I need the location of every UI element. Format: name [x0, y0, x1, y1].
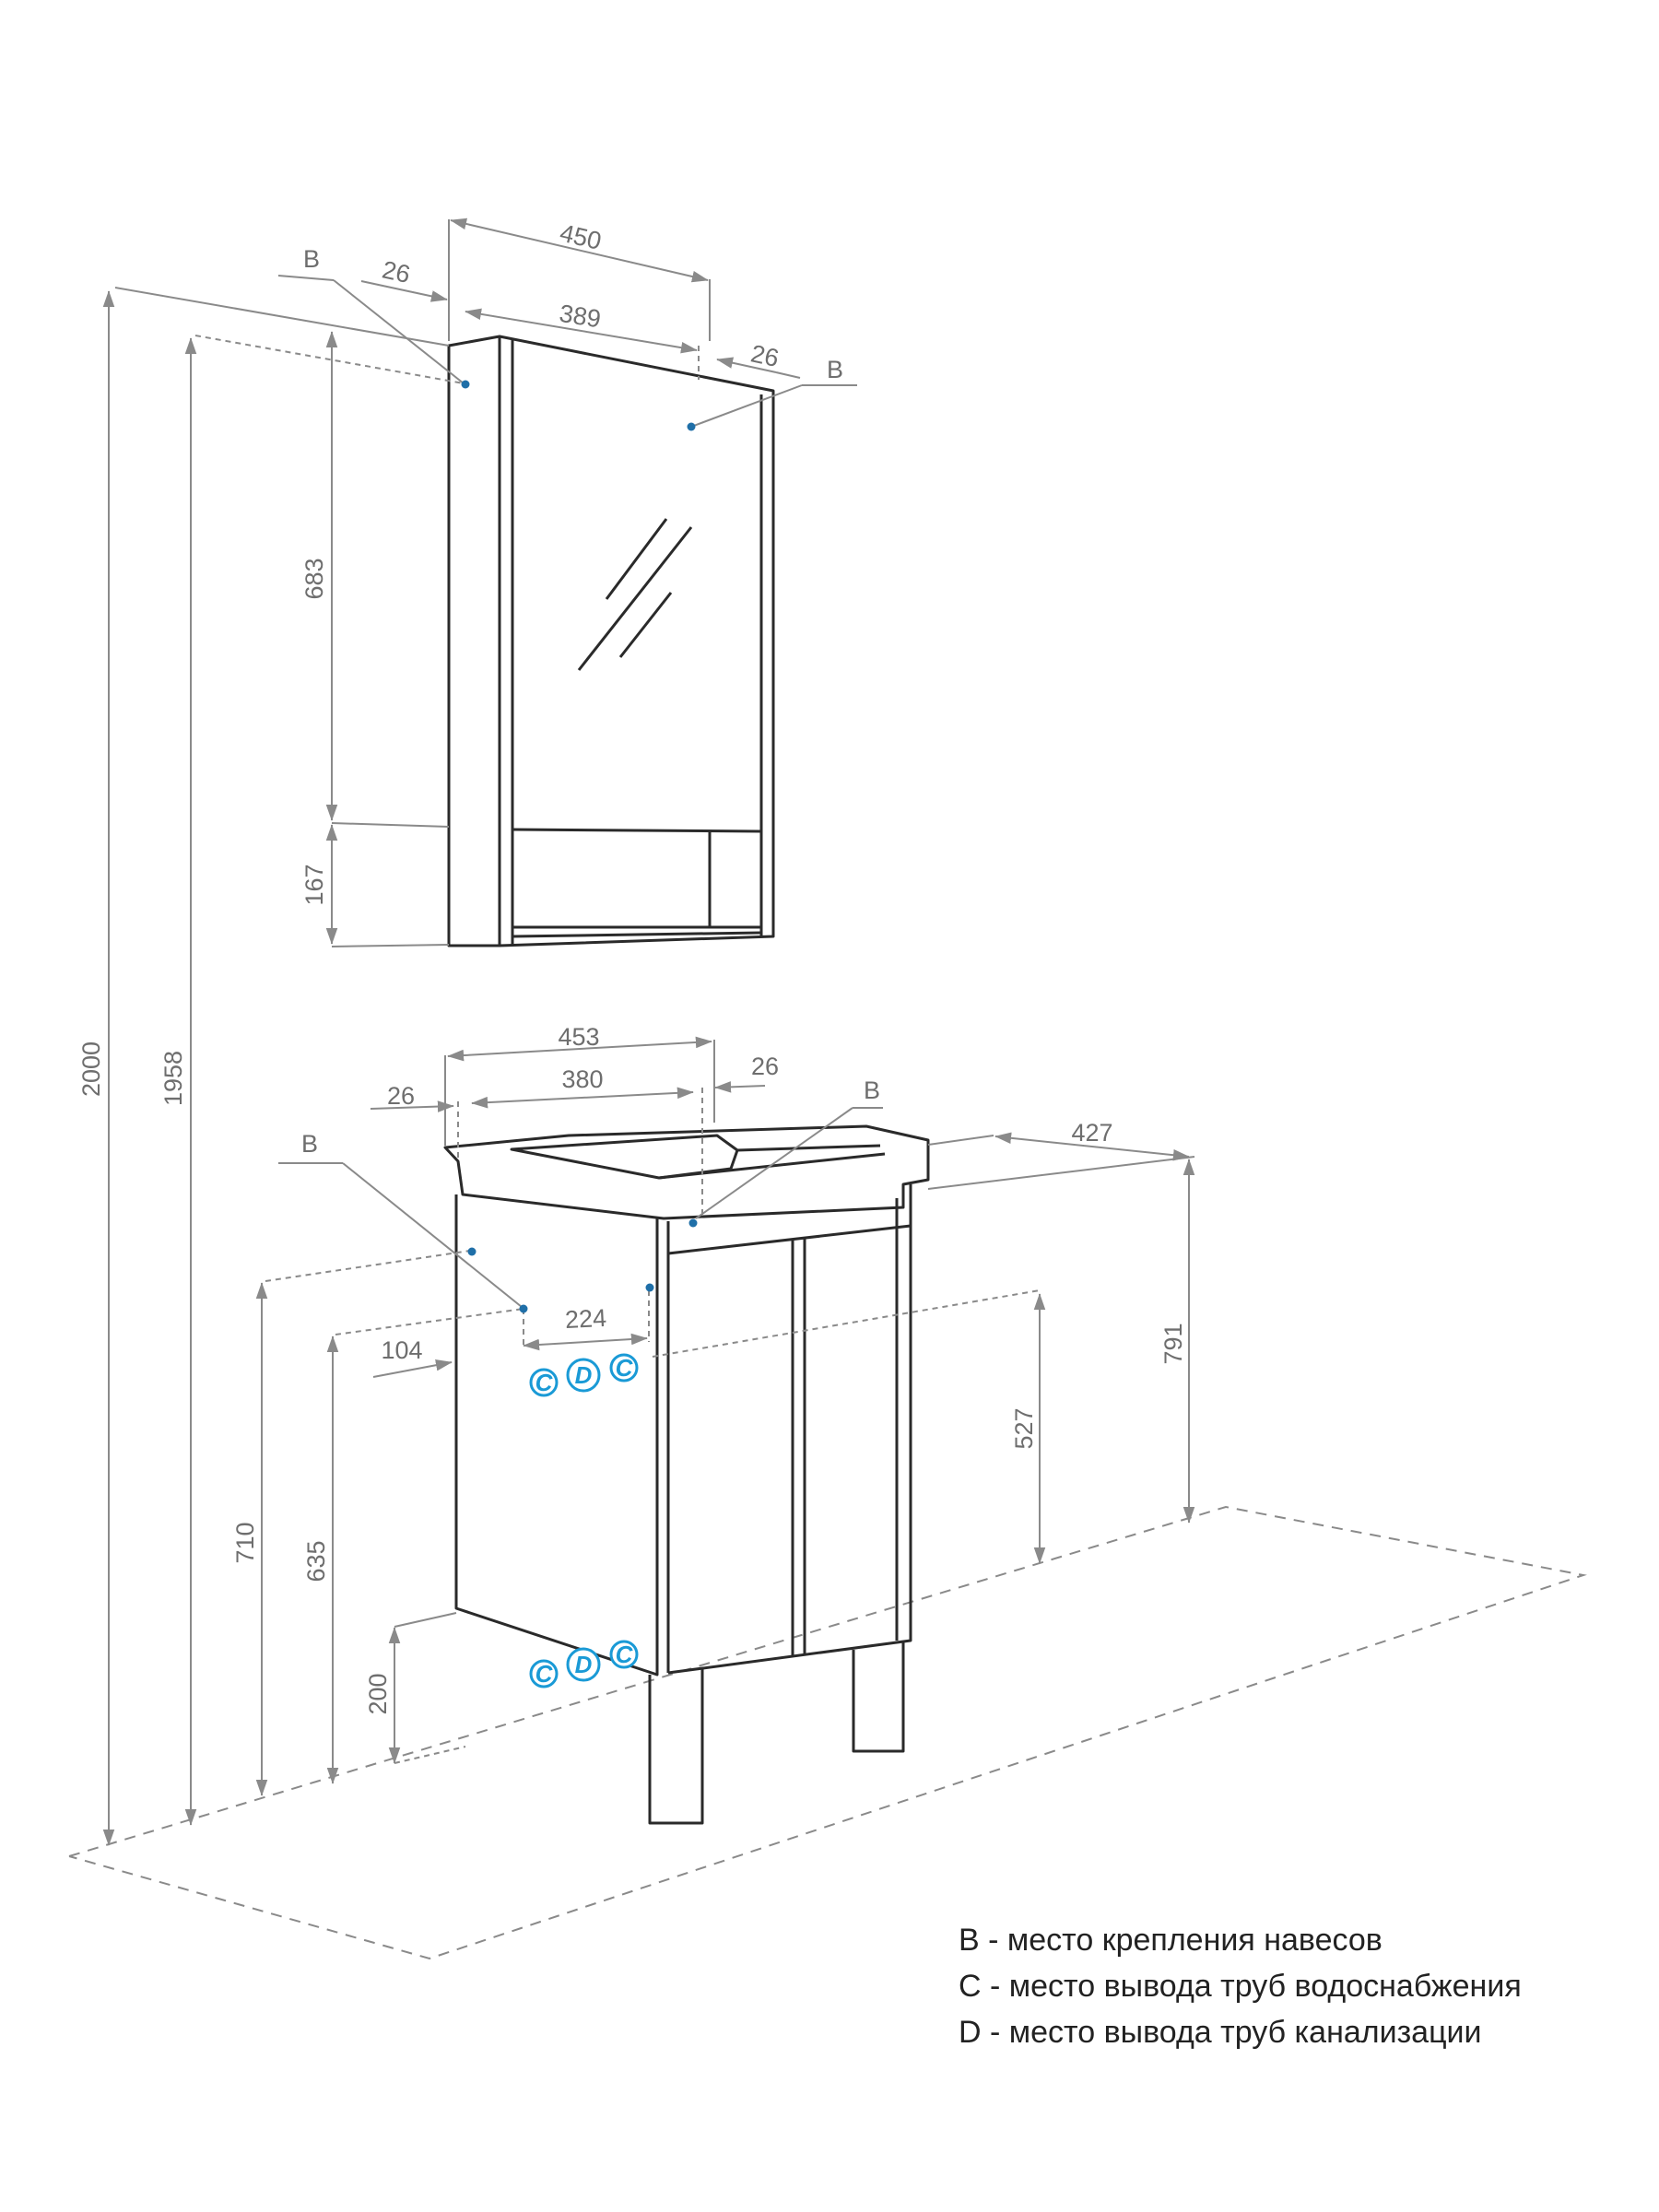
outlet-markers-upper: C D C [529, 1353, 639, 1397]
dim-pipe-spacing: 224 [564, 1304, 607, 1334]
outlet-label: C [616, 1354, 634, 1382]
outlet-label: D [575, 1651, 593, 1678]
outlet-label: C [535, 1369, 554, 1396]
outlet-label: D [575, 1361, 593, 1389]
dim-vanity-width-total: 453 [558, 1023, 599, 1051]
mount-point [687, 422, 696, 431]
dim-pipe-height: 527 [1010, 1407, 1038, 1449]
dim-height-mirror-mount: 1958 [159, 1051, 187, 1106]
mount-label-b: B [301, 1130, 318, 1158]
mount-point [467, 1247, 477, 1256]
dim-mirror-height-lower: 167 [300, 864, 328, 905]
outlet-label: C [535, 1660, 554, 1688]
dim-mirror-width-inner: 389 [558, 300, 603, 334]
dim-vanity-offset-right: 26 [751, 1053, 779, 1080]
dim-vanity-offset-left: 26 [387, 1082, 415, 1110]
dimension-lines [102, 218, 1195, 1846]
dim-vanity-depth: 427 [1071, 1119, 1112, 1147]
dim-vanity-width-inner: 380 [561, 1065, 603, 1093]
dim-mirror-offset-left: 26 [380, 255, 413, 288]
legend-item-d: D - место вывода труб канализации [959, 2015, 1482, 2050]
mount-point [461, 380, 470, 389]
dim-mirror-width-total: 450 [558, 219, 605, 255]
mirror-cabinet [447, 335, 775, 947]
dim-floor-outlet-height: 200 [364, 1673, 392, 1714]
dimension-labels: 450 389 26 26 B B 2000 1958 683 167 453 … [77, 219, 1187, 1715]
mount-label-b: B [827, 356, 843, 383]
dim-vanity-mount-height: 710 [231, 1522, 259, 1563]
mount-point [519, 1304, 528, 1313]
dim-mirror-height-upper: 683 [300, 558, 328, 599]
vanity-unit [443, 1124, 930, 1825]
dim-height-total: 2000 [77, 1041, 105, 1097]
dim-vanity-height: 791 [1159, 1323, 1187, 1364]
dim-pipe-side-offset: 104 [381, 1336, 422, 1364]
dim-mirror-offset-right: 26 [748, 339, 782, 372]
mount-label-b: B [864, 1077, 880, 1104]
dim-pipe-outlet-height: 635 [302, 1540, 330, 1582]
floor-outline [68, 1505, 1587, 1960]
mount-points [461, 380, 698, 1313]
legend-item-c: C - место вывода труб водоснабжения [959, 1969, 1522, 2004]
legend: B - место крепления навесов C - место вы… [959, 1917, 1641, 2055]
mount-label-b: B [303, 245, 320, 273]
mount-point [688, 1218, 698, 1228]
legend-item-b: B - место крепления навесов [959, 1923, 1382, 1958]
outlet-markers-lower: C D C [529, 1640, 639, 1688]
mirror-glare [577, 518, 693, 671]
outlet-label: C [616, 1641, 634, 1668]
mount-point [645, 1283, 654, 1292]
